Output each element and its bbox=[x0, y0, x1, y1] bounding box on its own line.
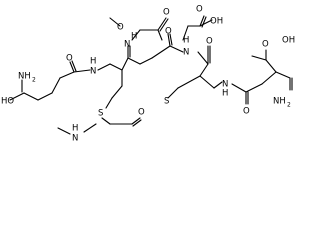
left-amine-subscript: 2 bbox=[32, 77, 36, 84]
second-amide-nitrogen-label: N bbox=[183, 48, 189, 58]
bond-lines bbox=[9, 15, 293, 135]
carbamate-oxygen-label: O bbox=[138, 108, 145, 118]
glycine-amide-nitrogen-label: N bbox=[124, 40, 130, 50]
glycine-acid-oxygen-label: O bbox=[196, 5, 203, 15]
methyl-ester-carbonyl-oxygen-label: O bbox=[163, 8, 170, 18]
right-acid-hydroxyl-label: OH bbox=[282, 36, 295, 46]
right-amide-nitrogen-label: N bbox=[222, 80, 228, 90]
left-amine-label: NH bbox=[18, 72, 31, 82]
glycine-amide-hydrogen-label: H bbox=[131, 32, 137, 42]
second-cysteine-carbonyl-oxygen-label: O bbox=[206, 37, 213, 47]
right-amine-subscript: 2 bbox=[287, 102, 291, 109]
left-amide-nitrogen-label: N bbox=[90, 67, 96, 77]
left-amide-hydrogen-label: H bbox=[90, 57, 96, 67]
glycine-acid-hydroxyl-label: OH bbox=[210, 17, 223, 27]
atom-labels: NH 2 HO O H N O O H N O S O H N N H O OH… bbox=[1, 5, 295, 144]
methyl-ester-oxygen-label: O bbox=[117, 23, 124, 33]
carbamate-nitrogen-label: N bbox=[72, 134, 78, 144]
left-carbonyl-oxygen-label: O bbox=[66, 54, 73, 64]
right-acid-oxygen-label: O bbox=[262, 40, 269, 50]
chemical-structure: NH 2 HO O H N O O H N O S O H N N H O OH… bbox=[1, 5, 295, 144]
left-sulfur-label: S bbox=[98, 109, 103, 119]
second-amide-hydrogen-label: H bbox=[183, 36, 189, 46]
right-carbonyl-oxygen-label: O bbox=[243, 107, 250, 117]
cysteine-carbonyl-oxygen-label: O bbox=[165, 27, 172, 37]
right-sulfur-label: S bbox=[164, 97, 169, 107]
carbamate-hydrogen-label: H bbox=[72, 124, 78, 134]
right-amide-hydrogen-label: H bbox=[222, 89, 228, 99]
right-amine-label: NH bbox=[273, 97, 286, 107]
left-hydroxyl-label: HO bbox=[1, 97, 14, 107]
